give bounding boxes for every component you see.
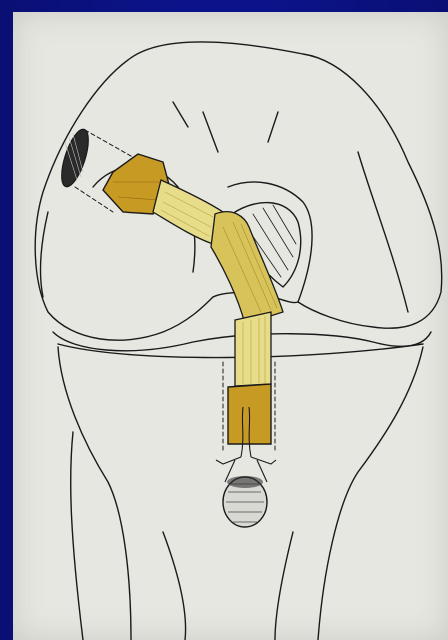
drawing-paper <box>13 12 448 640</box>
trochlear-line-left <box>173 102 188 127</box>
condyle-line-right <box>358 152 408 312</box>
tibia-left-edge <box>58 347 131 640</box>
tibial-tuberosity <box>163 532 186 640</box>
condyle-line-left <box>41 212 48 297</box>
tibia-ridge <box>275 532 293 640</box>
graft-lower-segment <box>235 312 271 386</box>
knee-illustration <box>13 12 448 640</box>
trochlear-line-mid <box>203 112 218 152</box>
graft-bend-segment <box>211 212 283 324</box>
tibia-right-edge <box>318 347 423 640</box>
fibula-edge <box>71 432 83 640</box>
trochlear-line-right <box>268 112 278 142</box>
